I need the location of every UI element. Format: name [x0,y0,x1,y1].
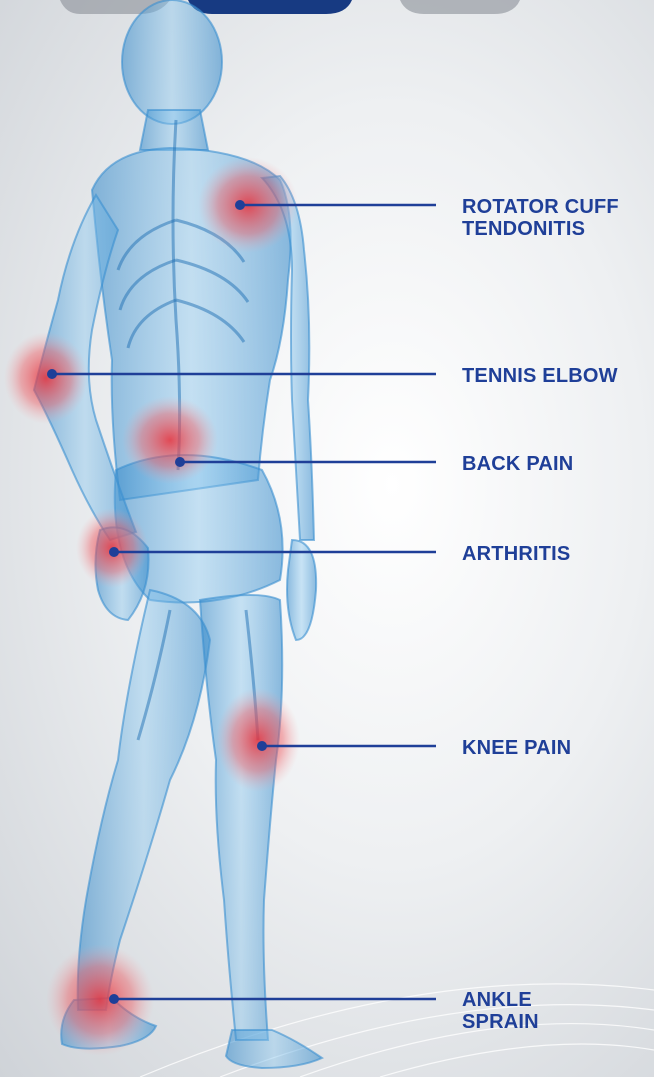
leader-dot-tennis-elbow [47,369,57,379]
top-tab-center [188,0,352,14]
pain-knee [216,688,300,792]
label-rotator-cuff-tendonitis: ROTATOR CUFF TENDONITIS [462,196,619,240]
label-tennis-elbow: TENNIS ELBOW [462,365,618,387]
label-knee-pain: KNEE PAIN [462,737,571,759]
leader-dot-ankle-sprain [109,994,119,1004]
head [122,0,222,124]
leader-dot-arthritis [109,547,119,557]
leader-dot-knee-pain [257,741,267,751]
right-hand [287,540,316,640]
pain-back [122,396,218,484]
right-foot [226,1030,322,1068]
leader-dot-back-pain [175,457,185,467]
label-back-pain: BACK PAIN [462,453,573,475]
leader-dot-rotator-cuff [235,200,245,210]
label-ankle-sprain: ANKLE SPRAIN [462,989,539,1033]
top-tab-right [400,0,520,14]
pain-elbow [4,332,88,424]
top-tabs [60,0,520,14]
right-leg [200,595,282,1040]
human-figure [34,0,322,1068]
label-arthritis: ARTHRITIS [462,543,570,565]
